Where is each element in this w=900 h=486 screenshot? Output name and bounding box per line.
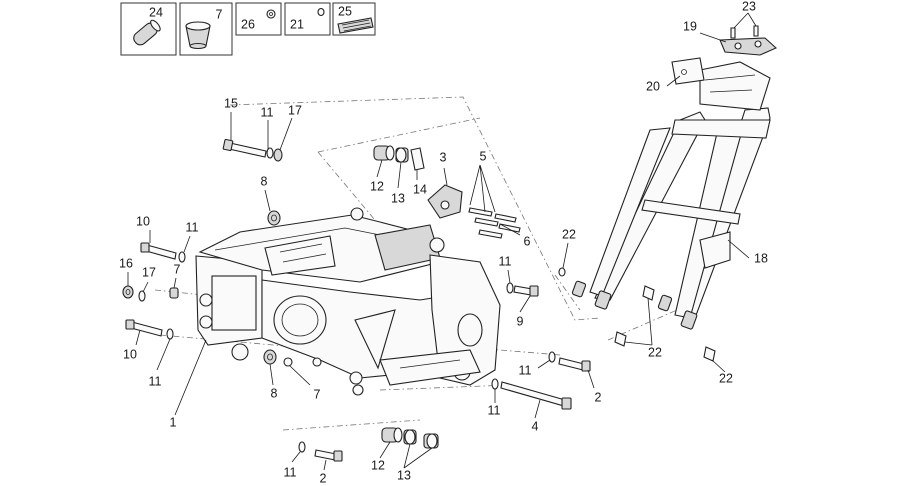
callout-11-d: 11	[499, 254, 512, 268]
callout-22-c: 22	[719, 371, 733, 385]
washer-11-top	[266, 147, 274, 159]
kit-box-26: 26	[235, 2, 282, 36]
callout-10-a: 10	[136, 214, 150, 228]
washer-7-lower	[283, 357, 293, 367]
sleeve-icon	[133, 19, 161, 46]
callout-15: 15	[224, 96, 238, 110]
callout-22-b: 22	[648, 345, 662, 359]
screws-23	[730, 25, 759, 39]
bushings-12-13-bottom	[381, 427, 439, 449]
callout-18: 18	[754, 251, 768, 265]
kit-box-25: 25	[332, 2, 376, 36]
kit-label-26: 26	[241, 17, 255, 31]
small-washer-icon	[317, 7, 325, 17]
washer-17-left	[138, 290, 146, 302]
pivot-shaft-4	[491, 378, 572, 410]
washer-11-upper-left	[178, 251, 186, 263]
kit-box-21: 21	[284, 2, 331, 36]
callout-17-b: 17	[142, 265, 156, 279]
callout-14: 14	[413, 182, 427, 196]
bolt-2-right	[548, 351, 591, 372]
kit-box-24: 24	[120, 2, 177, 56]
callout-9: 9	[517, 314, 524, 328]
bolts-5-6	[468, 207, 521, 239]
bushing-13-top	[395, 147, 409, 163]
rear-subframe	[571, 61, 771, 330]
callout-19: 19	[683, 19, 697, 33]
callout-13-b: 13	[397, 468, 411, 482]
seat-bracket-19	[719, 37, 777, 56]
callout-2-b: 2	[320, 471, 327, 485]
kit-box-7: 7	[179, 2, 233, 56]
grip-strip-icon	[337, 17, 374, 34]
callout-1: 1	[170, 415, 177, 429]
small-nut-icon	[266, 9, 276, 19]
plate-20	[671, 57, 705, 85]
callout-11-a: 11	[261, 105, 274, 119]
callouts: 15 11 17 8 10 11 16 17 7 10 11 1 8 7 12 …	[119, 0, 768, 485]
callout-16: 16	[119, 256, 133, 270]
callout-11-f: 11	[488, 403, 501, 417]
callout-10-b: 10	[123, 347, 137, 361]
callout-4: 4	[532, 419, 539, 433]
callout-11-c: 11	[149, 374, 162, 388]
callout-3: 3	[440, 150, 447, 164]
callout-6: 6	[524, 234, 531, 248]
bolt-10-upper	[140, 242, 177, 260]
bolt-2-bottom	[298, 441, 343, 462]
main-frame	[195, 207, 501, 396]
callout-17-a: 17	[288, 103, 302, 117]
bracket-3	[427, 184, 463, 219]
bushing-12-top	[373, 145, 395, 161]
bushing-8-lower	[263, 349, 277, 365]
screws-22	[558, 267, 716, 362]
clip-14	[410, 147, 425, 171]
kit-label-7: 7	[216, 7, 223, 21]
bolt-15	[222, 138, 267, 158]
callout-8-a: 8	[261, 174, 268, 188]
callout-12-b: 12	[371, 458, 385, 472]
callout-11-b: 11	[186, 220, 199, 234]
callout-7-b: 7	[314, 387, 321, 401]
bushing-7-left	[169, 287, 179, 299]
callout-11-e: 11	[519, 363, 532, 377]
washer-7-lower-b	[312, 357, 322, 367]
callout-2-a: 2	[595, 390, 602, 404]
callout-23: 23	[742, 0, 756, 13]
bushing-8-top	[267, 210, 281, 226]
washer-11-lower-left	[166, 328, 174, 340]
callout-11-g: 11	[284, 465, 297, 479]
leader-lines	[127, 12, 757, 471]
callout-22-a: 22	[562, 227, 576, 241]
callout-7-a: 7	[174, 262, 181, 276]
nut-17-top	[273, 148, 283, 162]
callout-5: 5	[480, 149, 487, 163]
bolt-10-lower	[125, 319, 163, 337]
callout-13-a: 13	[391, 191, 405, 205]
nut-16	[122, 285, 134, 299]
callout-20: 20	[646, 79, 660, 93]
kit-label-21: 21	[290, 17, 304, 31]
callout-8-b: 8	[271, 386, 278, 400]
callout-12-a: 12	[370, 179, 384, 193]
bushing-icon	[185, 21, 211, 50]
kit-label-25: 25	[338, 4, 352, 18]
bolt-9	[506, 282, 539, 297]
kit-label-24: 24	[149, 5, 163, 19]
